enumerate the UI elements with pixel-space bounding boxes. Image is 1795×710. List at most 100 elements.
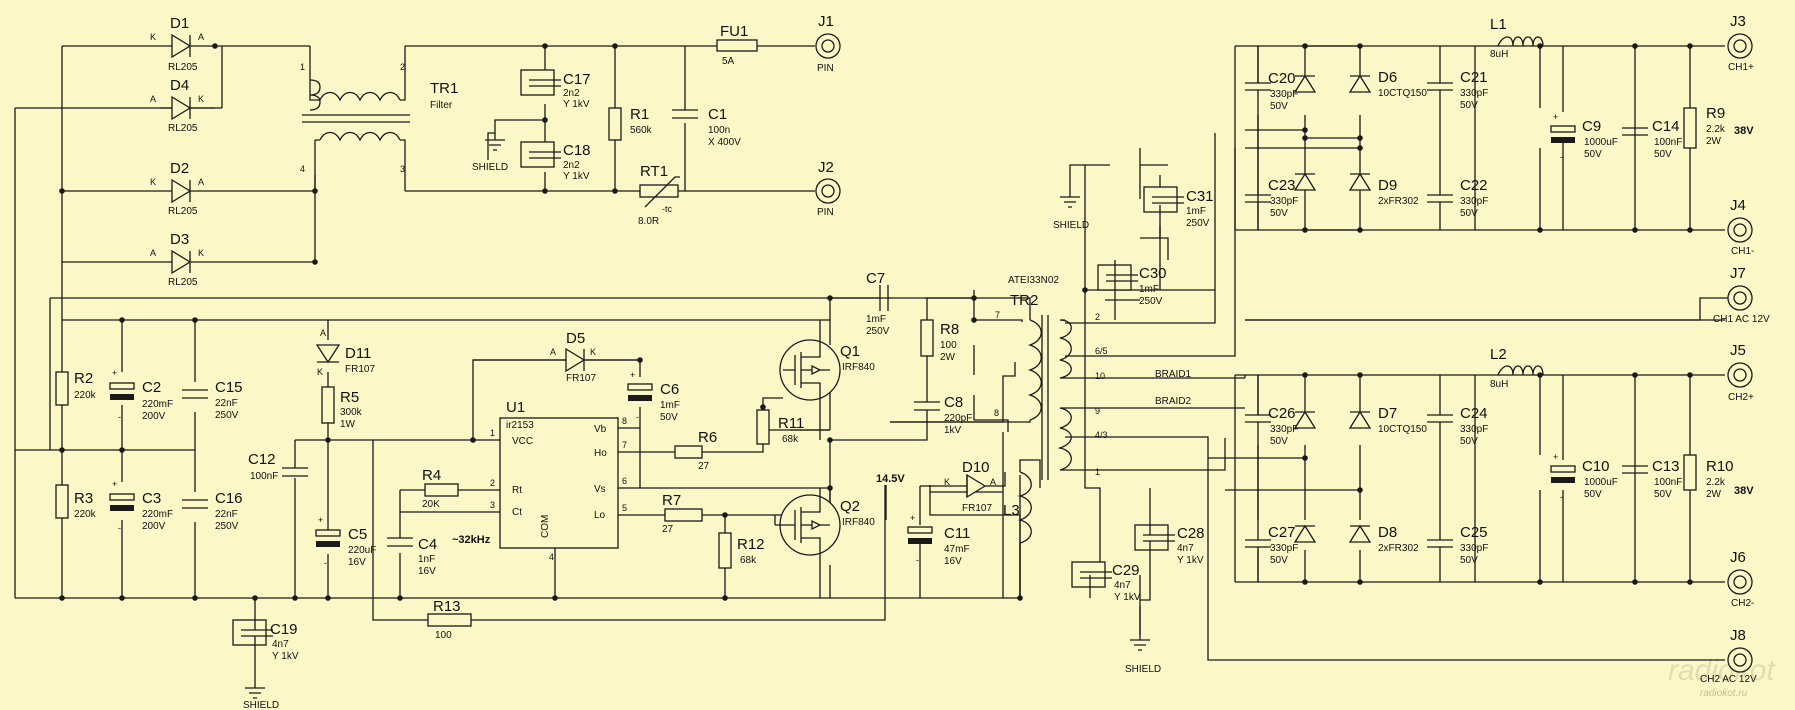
svg-text:1nF: 1nF [418,554,435,565]
transformer-tr2: TR2 ATEI33N02 7 8 2 6/5 10 9 4/3 1 [890,275,1108,480]
svg-text:4: 4 [300,164,305,174]
svg-text:6: 6 [622,476,627,486]
svg-text:L1: L1 [1490,16,1507,33]
svg-text:27: 27 [698,461,710,472]
svg-text:D11: D11 [345,345,371,362]
watermark-site: radiokot.ru [1700,688,1748,699]
svg-text:D8: D8 [1378,524,1397,541]
svg-text:SHIELD: SHIELD [472,162,508,173]
label-braid1: BRAID1 [1155,369,1192,380]
svg-text:A: A [320,328,326,338]
svg-text:Ct: Ct [512,507,522,518]
svg-text:PIN: PIN [817,207,834,218]
svg-text:C30: C30 [1139,265,1167,282]
svg-text:-: - [118,523,121,533]
svg-text:C17: C17 [563,71,591,88]
svg-text:50V: 50V [1270,208,1288,219]
svg-text:330pF: 330pF [1460,88,1488,99]
terminal-j2: J2 PIN [815,159,841,218]
svg-text:2: 2 [1095,312,1100,322]
svg-text:3: 3 [400,164,405,174]
svg-text:R1: R1 [630,106,649,123]
capacitor-c11: +- C11 47mF 16V [907,513,970,567]
svg-text:2.2k: 2.2k [1706,477,1726,488]
j7-wire [1245,297,1728,321]
svg-text:D6: D6 [1378,69,1397,86]
svg-text:C28: C28 [1177,525,1205,542]
diode-d8: D8 2xFR302 [1293,524,1419,554]
ch2-cap-wires [1257,375,1441,582]
svg-text:1kV: 1kV [944,425,962,436]
label-14v5: 14.5V [876,473,905,485]
svg-text:Y 1kV: Y 1kV [563,99,590,110]
svg-text:50V: 50V [660,412,678,423]
capacitor-c18: C18 2n2 Y 1kV [520,141,591,182]
svg-text:C5: C5 [348,526,367,543]
ic-u1: U1 ir2153 VCC Rt Ct COM Vb Ho Vs Lo 1 2 … [473,399,640,562]
svg-text:-: - [636,412,639,422]
diode-d9: D9 2xFR302 [1293,172,1419,207]
capacitor-c19: C19 4n7 Y 1kV [232,612,299,662]
svg-text:C6: C6 [660,381,679,398]
capacitor-c4: C4 1nF 16V [387,536,437,577]
svg-text:R5: R5 [340,389,359,406]
svg-text:SHIELD: SHIELD [243,700,279,710]
svg-text:CH1-: CH1- [1731,246,1754,257]
svg-text:RT1: RT1 [640,163,668,180]
svg-text:D7: D7 [1378,405,1397,422]
svg-text:-: - [1560,492,1563,502]
label-braid2: BRAID2 [1155,396,1192,407]
svg-text:+: + [112,479,117,489]
svg-text:C22: C22 [1460,177,1488,194]
resistor-r10: R10 2.2k 2W [1683,454,1734,500]
svg-text:50V: 50V [1270,555,1288,566]
inductor-l1: L1 8uH [1490,16,1544,60]
svg-text:3: 3 [490,500,495,510]
svg-text:R12: R12 [737,536,765,553]
svg-text:4n7: 4n7 [1177,543,1194,554]
svg-text:ir2153: ir2153 [506,420,534,431]
svg-text:1: 1 [1095,467,1100,477]
capacitor-c24: C24 330pF 50V [1427,405,1488,447]
svg-text:K: K [150,177,156,187]
svg-text:300k: 300k [340,407,363,418]
svg-text:COM: COM [540,515,551,538]
inductor-l2: L2 8uH [1490,346,1544,390]
svg-text:-: - [118,412,121,422]
svg-text:C29: C29 [1112,562,1140,579]
svg-text:100: 100 [940,340,957,351]
svg-text:CH1 AC 12V: CH1 AC 12V [1713,314,1770,325]
svg-text:50V: 50V [1270,436,1288,447]
fuse-fu1: FU1 5A [716,23,758,67]
capacitor-c27: C27 330pF 50V [1245,524,1298,566]
svg-text:1mF: 1mF [1186,206,1206,217]
svg-text:J2: J2 [818,159,834,176]
svg-text:A: A [150,248,156,258]
svg-text:J8: J8 [1730,627,1746,644]
capacitor-c26: C26 330pF 50V [1245,405,1298,447]
svg-text:7: 7 [622,440,627,450]
svg-text:C18: C18 [563,142,591,159]
svg-text:220uF: 220uF [348,545,376,556]
svg-text:C10: C10 [1582,458,1610,475]
svg-text:8uH: 8uH [1490,379,1508,390]
svg-text:C21: C21 [1460,69,1488,86]
svg-text:16V: 16V [418,566,436,577]
capacitor-c17: C17 2n2 Y 1kV [520,69,591,110]
ground-shield-c19: SHIELD [243,598,279,710]
svg-text:2xFR302: 2xFR302 [1378,196,1419,207]
svg-text:250V: 250V [215,410,239,421]
svg-text:7: 7 [995,310,1000,320]
svg-text:R9: R9 [1706,105,1725,122]
svg-text:Rt: Rt [512,485,522,496]
svg-text:J4: J4 [1730,197,1746,214]
terminal-j7: J7 CH1 AC 12V [1713,265,1770,325]
resistor-r6: R6 27 [674,429,717,472]
svg-text:47mF: 47mF [944,544,970,555]
svg-text:4n7: 4n7 [272,639,289,650]
svg-text:6/5: 6/5 [1095,346,1108,356]
